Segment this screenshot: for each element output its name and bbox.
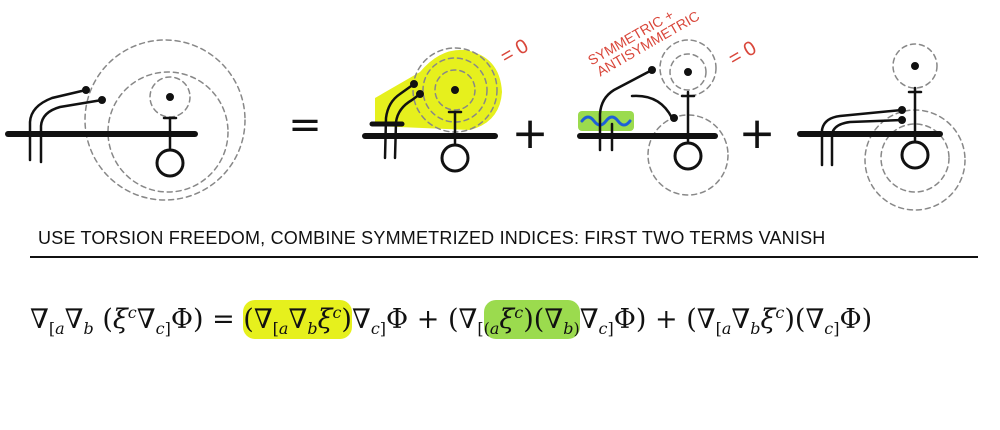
annotation-zero: = 0 (497, 35, 533, 68)
diagram-term-3 (577, 39, 729, 196)
divider-line (30, 256, 978, 258)
equation-term2-rest: ∇c]Φ) + (579, 304, 687, 338)
strand-2 (830, 118, 904, 167)
scalar-circle (900, 140, 930, 170)
equation-term3: (∇[a∇bξc)(∇c]Φ) (686, 303, 873, 338)
equation: ∇[a∇b (ξc∇c]Φ) = (∇[a∇bξc)∇c]Φ + (∇[(aξc… (30, 300, 873, 339)
diagram-term-2 (362, 47, 502, 173)
strand-1 (598, 68, 654, 152)
equals-sign: = (288, 102, 322, 148)
node-dot (684, 68, 692, 76)
strand-1 (820, 108, 904, 167)
highlight-term-1: (∇[a∇bξc) (243, 300, 352, 339)
highlight-yellow-blob (375, 49, 502, 130)
strand-1 (383, 82, 416, 160)
equation-lhs: ∇[a∇b (ξc∇c]Φ) = (30, 303, 244, 338)
annotation-zero: = 0 (725, 37, 761, 70)
dashed-circle-medium (107, 71, 229, 193)
diagram-term-lhs (5, 39, 246, 201)
dashed-circle-large (84, 39, 246, 201)
plus-sign: + (739, 108, 776, 159)
node-dot (451, 86, 459, 94)
node-dot (98, 96, 106, 104)
equation-term1-rest: ∇c]Φ + (351, 304, 448, 338)
node-dot (898, 116, 906, 124)
plus-sign: + (512, 108, 549, 159)
dashed-circle-lower-small (880, 123, 950, 193)
strand-2 (393, 92, 422, 160)
node-dot (416, 90, 424, 98)
node-dot (82, 86, 90, 94)
strand-1 (28, 88, 88, 162)
highlight-term-2: (aξc)(∇b) (483, 300, 580, 339)
scalar-circle (155, 148, 185, 178)
strand-3 (630, 94, 674, 120)
diagram-svg: = = 0 + SYMMETRIC + (5, 6, 966, 211)
strand-2 (39, 98, 104, 164)
dashed-circle-small (434, 69, 476, 111)
dashed-circle-upper (659, 39, 717, 97)
caption-text: USE TORSION FREEDOM, COMBINE SYMMETRIZED… (38, 228, 826, 248)
node-dot (670, 114, 678, 122)
equation-term2-open: (∇[ (447, 304, 484, 338)
node-dot (898, 106, 906, 114)
scalar-circle (673, 141, 703, 171)
dashed-circle-upper-small (669, 53, 707, 91)
node-dot (410, 80, 418, 88)
node-dot (911, 62, 919, 70)
node-dot (648, 66, 656, 74)
node-dot (166, 93, 174, 101)
scalar-circle (440, 143, 470, 173)
dashed-circle-upper (892, 43, 938, 89)
dashed-circle-lower (647, 114, 729, 196)
diagram-term-4 (797, 43, 966, 211)
wave-line (580, 115, 632, 127)
